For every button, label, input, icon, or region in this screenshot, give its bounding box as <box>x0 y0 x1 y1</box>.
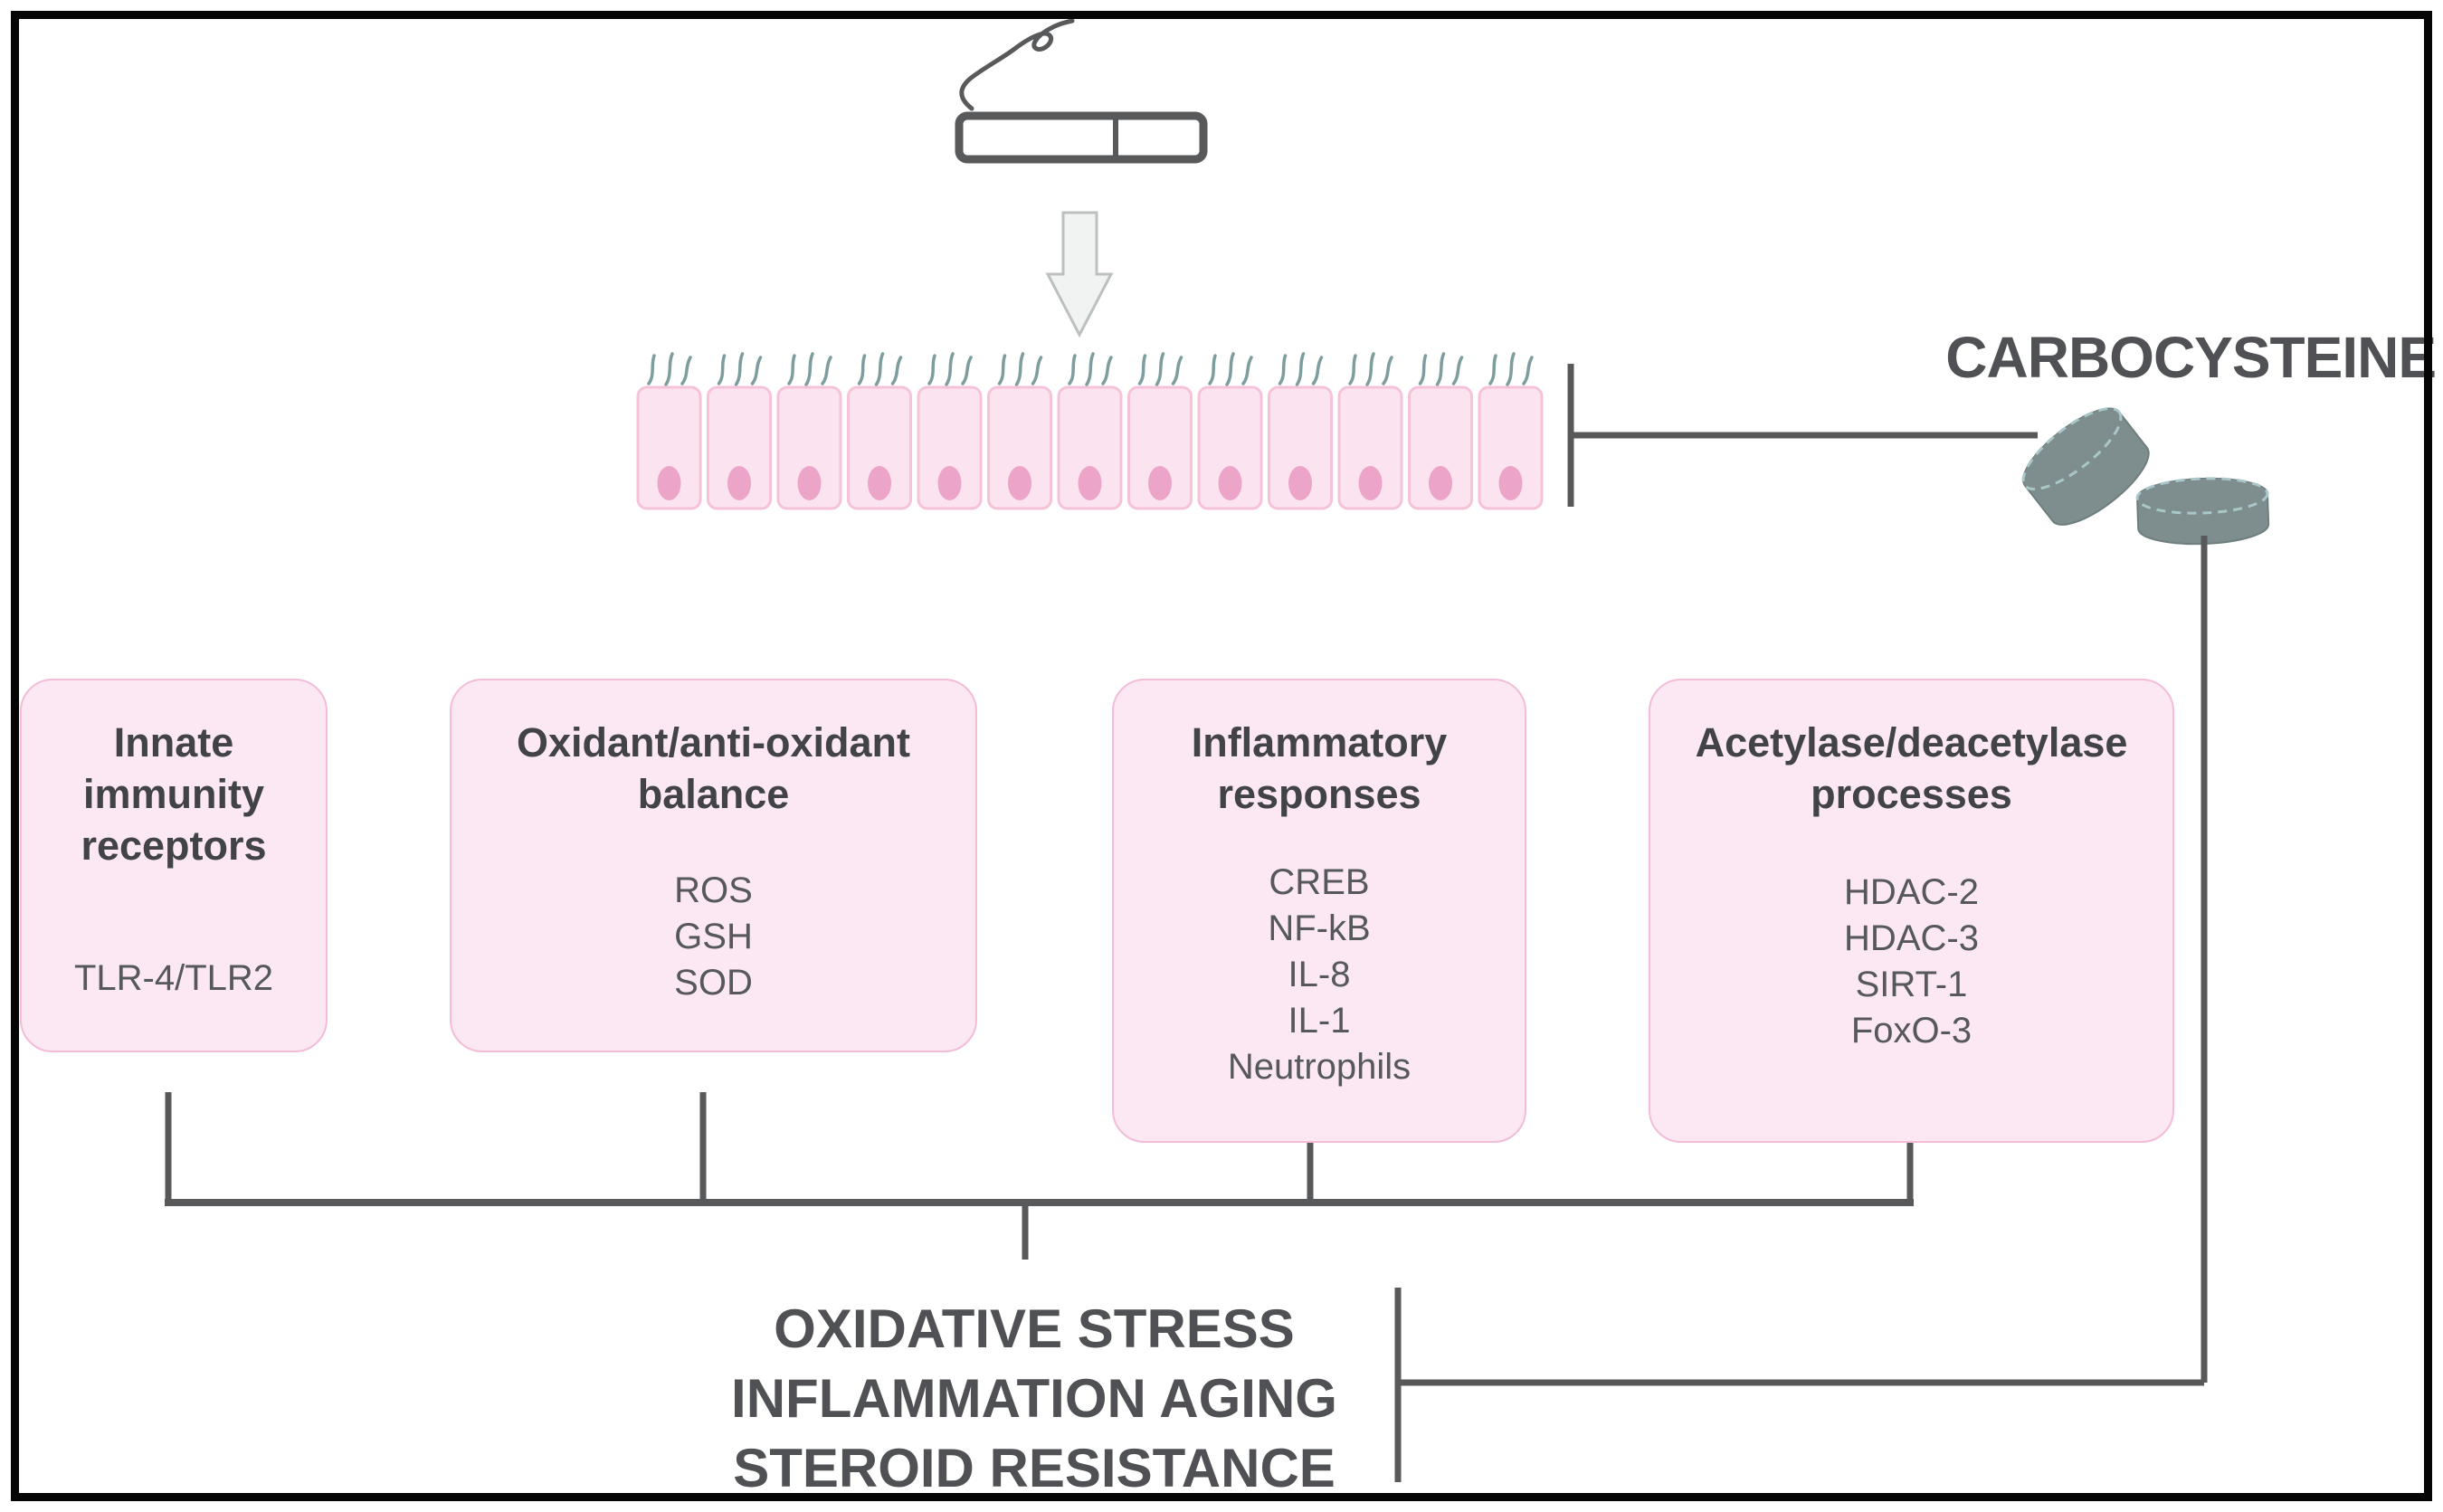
epithelial-cell <box>1268 352 1333 510</box>
box-items: ROS GSH SOD <box>674 870 753 1003</box>
box-acetylase-deacetylase-processes: Acetylase/deacetylase processes HDAC-2 H… <box>1649 679 2174 1143</box>
cigarette-icon <box>955 111 1208 164</box>
box-title: Acetylase/deacetylase processes <box>1695 719 2128 817</box>
carbocysteine-tablet-1 <box>2021 407 2150 526</box>
box-title: Oxidant/anti-oxidant balance <box>516 719 910 817</box>
carbocysteine-label: CARBOCYSTEINE <box>1945 325 2437 390</box>
epithelial-cell <box>707 352 772 510</box>
epithelial-cell <box>1337 352 1403 510</box>
box-inflammatory-responses: Inflammatory responses CREB NF-kB IL-8 I… <box>1112 679 1526 1143</box>
box-innate-immunity-receptors: Innate immunity receptors TLR-4/TLR2 <box>20 679 328 1052</box>
airway-epithelial-cells <box>636 352 1544 510</box>
epithelial-cell <box>1408 352 1473 510</box>
epithelial-cell <box>847 352 912 510</box>
box-items: TLR-4/TLR2 <box>73 958 274 998</box>
carbocysteine-tablet-2 <box>2135 477 2270 546</box>
carbocysteine-tablets-icon <box>2021 407 2270 546</box>
box-title: Inflammatory responses <box>1191 719 1448 817</box>
epithelial-cell <box>1057 352 1123 510</box>
epithelial-cell <box>1197 352 1263 510</box>
outcome-label: OXIDATIVE STRESS INFLAMMATION AGING STER… <box>731 1298 1337 1498</box>
epithelial-cell <box>917 352 983 510</box>
box-oxidant-antioxidant-balance: Oxidant/anti-oxidant balance ROS GSH SOD <box>450 679 977 1052</box>
epithelial-cell <box>636 352 702 510</box>
epithelial-cell <box>776 352 842 510</box>
epithelial-cell <box>1478 352 1544 510</box>
box-title: Innate immunity receptors <box>81 719 267 869</box>
epithelial-cell <box>1127 352 1193 510</box>
box-items: HDAC-2 HDAC-3 SIRT-1 FoxO-3 <box>1844 872 1979 1051</box>
down-arrow-icon <box>1045 211 1114 338</box>
cigarette-body <box>955 111 1208 164</box>
smoke-icon <box>959 18 1075 111</box>
epithelial-cell <box>987 352 1052 510</box>
box-items: CREB NF-kB IL-8 IL-1 Neutrophils <box>1227 862 1412 1087</box>
